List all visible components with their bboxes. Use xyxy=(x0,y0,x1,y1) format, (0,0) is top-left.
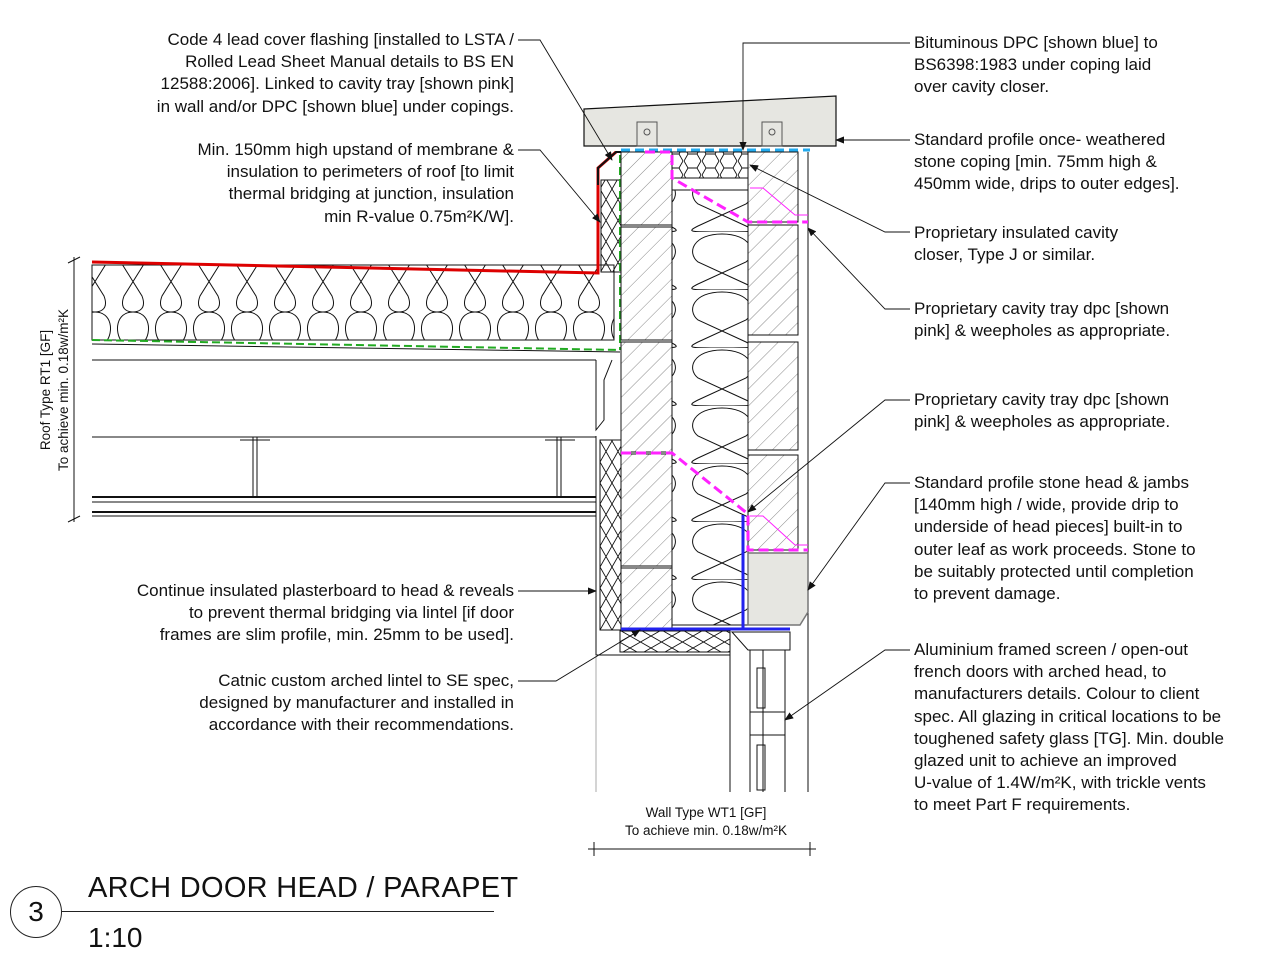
dowel-hole xyxy=(768,128,776,136)
wall-dimension-line xyxy=(588,842,816,856)
note-line: Rolled Lead Sheet Manual details to BS E… xyxy=(185,52,514,72)
note-line: Aluminium framed screen / open-out xyxy=(914,640,1189,659)
note-line: U-value of 1.4W/m²K, with trickle vents xyxy=(914,773,1206,793)
note-lead-flashing: Code 4 lead cover flashing [installed to… xyxy=(157,29,514,118)
note-cavity-tray-2: Proprietary cavity tray dpc [shown pink] … xyxy=(914,389,1170,433)
note-line: 12588:2006]. Linked to cavity tray [show… xyxy=(160,74,514,94)
inner-leaf-blockwork xyxy=(620,151,673,629)
detail-number-circle: 3 xyxy=(10,886,62,938)
cavity-insulation xyxy=(671,189,749,626)
drawing-title: ARCH DOOR HEAD / PARAPET xyxy=(88,872,519,904)
note-line: Proprietary cavity tray dpc [shown xyxy=(914,299,1170,318)
note-line: closer, Type J or similar. xyxy=(914,245,1096,265)
note-line: stone coping [min. 75mm high & xyxy=(914,152,1157,172)
note-cavity-tray-1: Proprietary cavity tray dpc [shown pink] … xyxy=(914,298,1170,342)
note-line: BS6398:1983 under coping laid xyxy=(914,55,1152,75)
note-line: thermal bridging at junction, insulation xyxy=(228,184,514,204)
note-line: Min. 150mm high upstand of membrane & xyxy=(197,140,514,159)
note-line: to prevent thermal bridging via lintel [… xyxy=(188,603,514,623)
note-line: outer leaf as work proceeds. Stone to xyxy=(914,539,1196,559)
note-line: frames are slim profile, min. 25mm to be… xyxy=(159,625,514,645)
roof-membrane-green xyxy=(91,339,621,351)
stone-coping xyxy=(583,95,837,147)
roof-deck xyxy=(91,343,621,517)
note-line: to meet Part F requirements. xyxy=(914,795,1131,815)
note-bituminous-dpc: Bituminous DPC [shown blue] to BS6398:198… xyxy=(914,32,1158,99)
note-line: be suitably protected until completion xyxy=(914,561,1194,581)
note-line: spec. All glazing in critical locations … xyxy=(914,706,1222,726)
note-line: 450mm wide, drips to outer edges]. xyxy=(914,174,1180,194)
note-line: min R-value 0.75m²K/W]. xyxy=(324,206,514,226)
note-line: Standard profile once- weathered xyxy=(914,130,1166,149)
note-catnic-lintel: Catnic custom arched lintel to SE spec, d… xyxy=(199,670,514,737)
note-line: Proprietary insulated cavity xyxy=(914,223,1119,242)
wall-type-label: Wall Type WT1 [GF] To achieve min. 0.18w… xyxy=(625,804,787,840)
dowel-hole xyxy=(643,128,651,136)
note-aluminium-doors: Aluminium framed screen / open-out french… xyxy=(914,639,1224,817)
note-line: designed by manufacturer and installed i… xyxy=(199,693,514,713)
note-line: [140mm high / wide, provide drip to xyxy=(914,495,1179,515)
note-line: glazed unit to achieve an improved xyxy=(914,751,1177,771)
cavity-closer xyxy=(671,151,749,179)
note-line: Code 4 lead cover flashing [installed to… xyxy=(167,30,515,49)
note-membrane-upstand: Min. 150mm high upstand of membrane & ins… xyxy=(197,139,514,228)
note-line: insulation to perimeters of roof [to lim… xyxy=(226,162,514,182)
note-line: Standard profile stone head & jambs xyxy=(914,473,1190,492)
coping-dowel xyxy=(636,121,658,147)
note-line: in wall and/or DPC [shown blue] under co… xyxy=(156,96,514,116)
note-insulated-plasterboard: Continue insulated plasterboard to head … xyxy=(137,580,514,647)
roof-insulation xyxy=(91,264,615,341)
coping-dowel xyxy=(761,121,783,147)
drawing-scale: 1:10 xyxy=(88,922,143,953)
note-line: pink] & weepholes as appropriate. xyxy=(914,321,1171,341)
lintel-soffit-insulation xyxy=(619,630,731,653)
roof-type-requirement: To achieve min. 0.18w/m²K xyxy=(56,308,71,472)
stone-head xyxy=(747,552,809,626)
title-underline xyxy=(62,911,494,912)
note-stone-coping: Standard profile once- weathered stone co… xyxy=(914,129,1180,196)
door-frame xyxy=(729,631,791,792)
tray-stop-end xyxy=(750,515,808,546)
note-line: manufacturers details. Colour to client xyxy=(914,684,1200,704)
leader-lines xyxy=(518,39,910,721)
note-line: Bituminous DPC [shown blue] to xyxy=(914,33,1158,52)
roof-type-name: Roof Type RT1 [GF] xyxy=(38,329,53,451)
tray-stop-end xyxy=(750,187,808,216)
roof-type-label: Roof Type RT1 [GF] To achieve min. 0.18w… xyxy=(37,309,73,471)
note-line: pink] & weepholes as appropriate. xyxy=(914,412,1171,432)
outer-leaf-stonework xyxy=(747,151,809,792)
detail-number: 3 xyxy=(28,896,44,927)
wall-type-requirement: To achieve min. 0.18w/m²K xyxy=(624,823,788,838)
note-line: Catnic custom arched lintel to SE spec, xyxy=(218,671,514,690)
cavity-tray-upper-pink xyxy=(645,150,808,224)
note-line: over cavity closer. xyxy=(914,77,1050,97)
note-line: toughened safety glass [TG]. Min. double xyxy=(914,728,1224,748)
wall-type-name: Wall Type WT1 [GF] xyxy=(645,805,767,820)
note-line: Proprietary cavity tray dpc [shown xyxy=(914,390,1170,409)
cavity-tray-lower-pink xyxy=(621,451,808,552)
lintel-blue xyxy=(621,515,790,631)
note-line: accordance with their recommendations. xyxy=(208,715,514,735)
insulated-plasterboard xyxy=(599,439,622,631)
note-cavity-closer: Proprietary insulated cavity closer, Type… xyxy=(914,222,1118,266)
roof-dimension-line xyxy=(67,256,81,523)
note-line: french doors with arched head, to xyxy=(914,662,1167,682)
upstand-insulation xyxy=(600,179,622,273)
note-line: to prevent damage. xyxy=(914,584,1061,604)
note-stone-head: Standard profile stone head & jambs [140m… xyxy=(914,472,1196,605)
note-line: Continue insulated plasterboard to head … xyxy=(136,581,514,600)
note-line: underside of head pieces] built-in to xyxy=(914,517,1183,537)
